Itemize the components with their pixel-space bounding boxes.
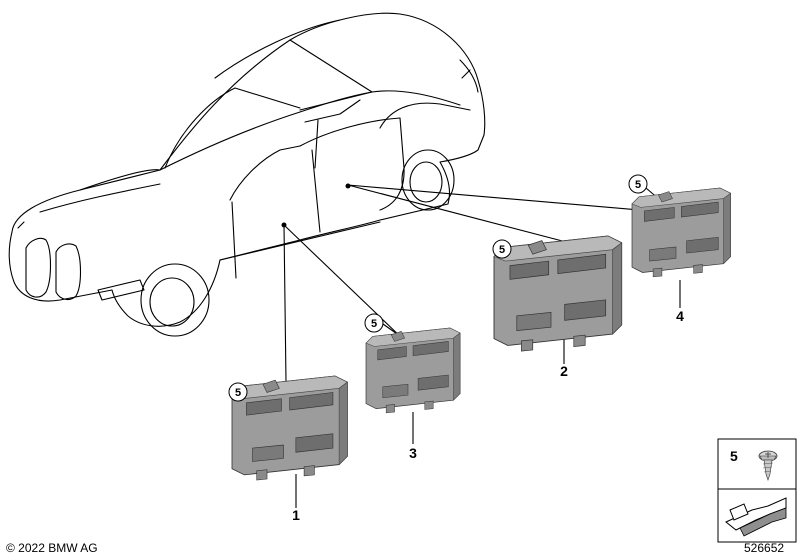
part-label-4[interactable]: 4 — [676, 308, 684, 324]
assortment-arrow-icon — [725, 497, 787, 537]
svg-text:5: 5 — [371, 318, 377, 330]
svg-text:5: 5 — [499, 244, 505, 256]
control-module-2[interactable] — [493, 235, 623, 352]
screw-callout-1[interactable]: 5 — [228, 382, 248, 402]
leader-line-3 — [283, 224, 405, 341]
screw-icon — [758, 450, 778, 481]
leader-line-4 — [347, 184, 641, 211]
screw-callout-4[interactable]: 5 — [628, 174, 648, 194]
svg-text:5: 5 — [235, 387, 241, 399]
screw-callout-3[interactable]: 5 — [364, 313, 384, 333]
svg-text:5: 5 — [635, 179, 641, 191]
part-label-3[interactable]: 3 — [409, 445, 417, 461]
control-module-3[interactable] — [365, 327, 461, 414]
attach-point-front-door — [281, 222, 287, 228]
diagram-number: 526652 — [744, 541, 785, 555]
control-module-4[interactable] — [631, 187, 731, 278]
car-outline — [8, 12, 486, 337]
legend-screw-number: 5 — [730, 448, 738, 464]
legend-box: 5 — [717, 438, 797, 543]
attach-point-rear-door — [345, 183, 351, 189]
leader-line-2 — [347, 184, 571, 244]
copyright-text: © 2022 BMW AG — [6, 541, 98, 555]
part-label-1[interactable]: 1 — [292, 507, 300, 523]
screw-callout-2[interactable]: 5 — [492, 239, 512, 259]
control-module-1[interactable] — [231, 375, 348, 481]
leader-line-1 — [283, 224, 287, 383]
part-label-2[interactable]: 2 — [560, 363, 568, 379]
